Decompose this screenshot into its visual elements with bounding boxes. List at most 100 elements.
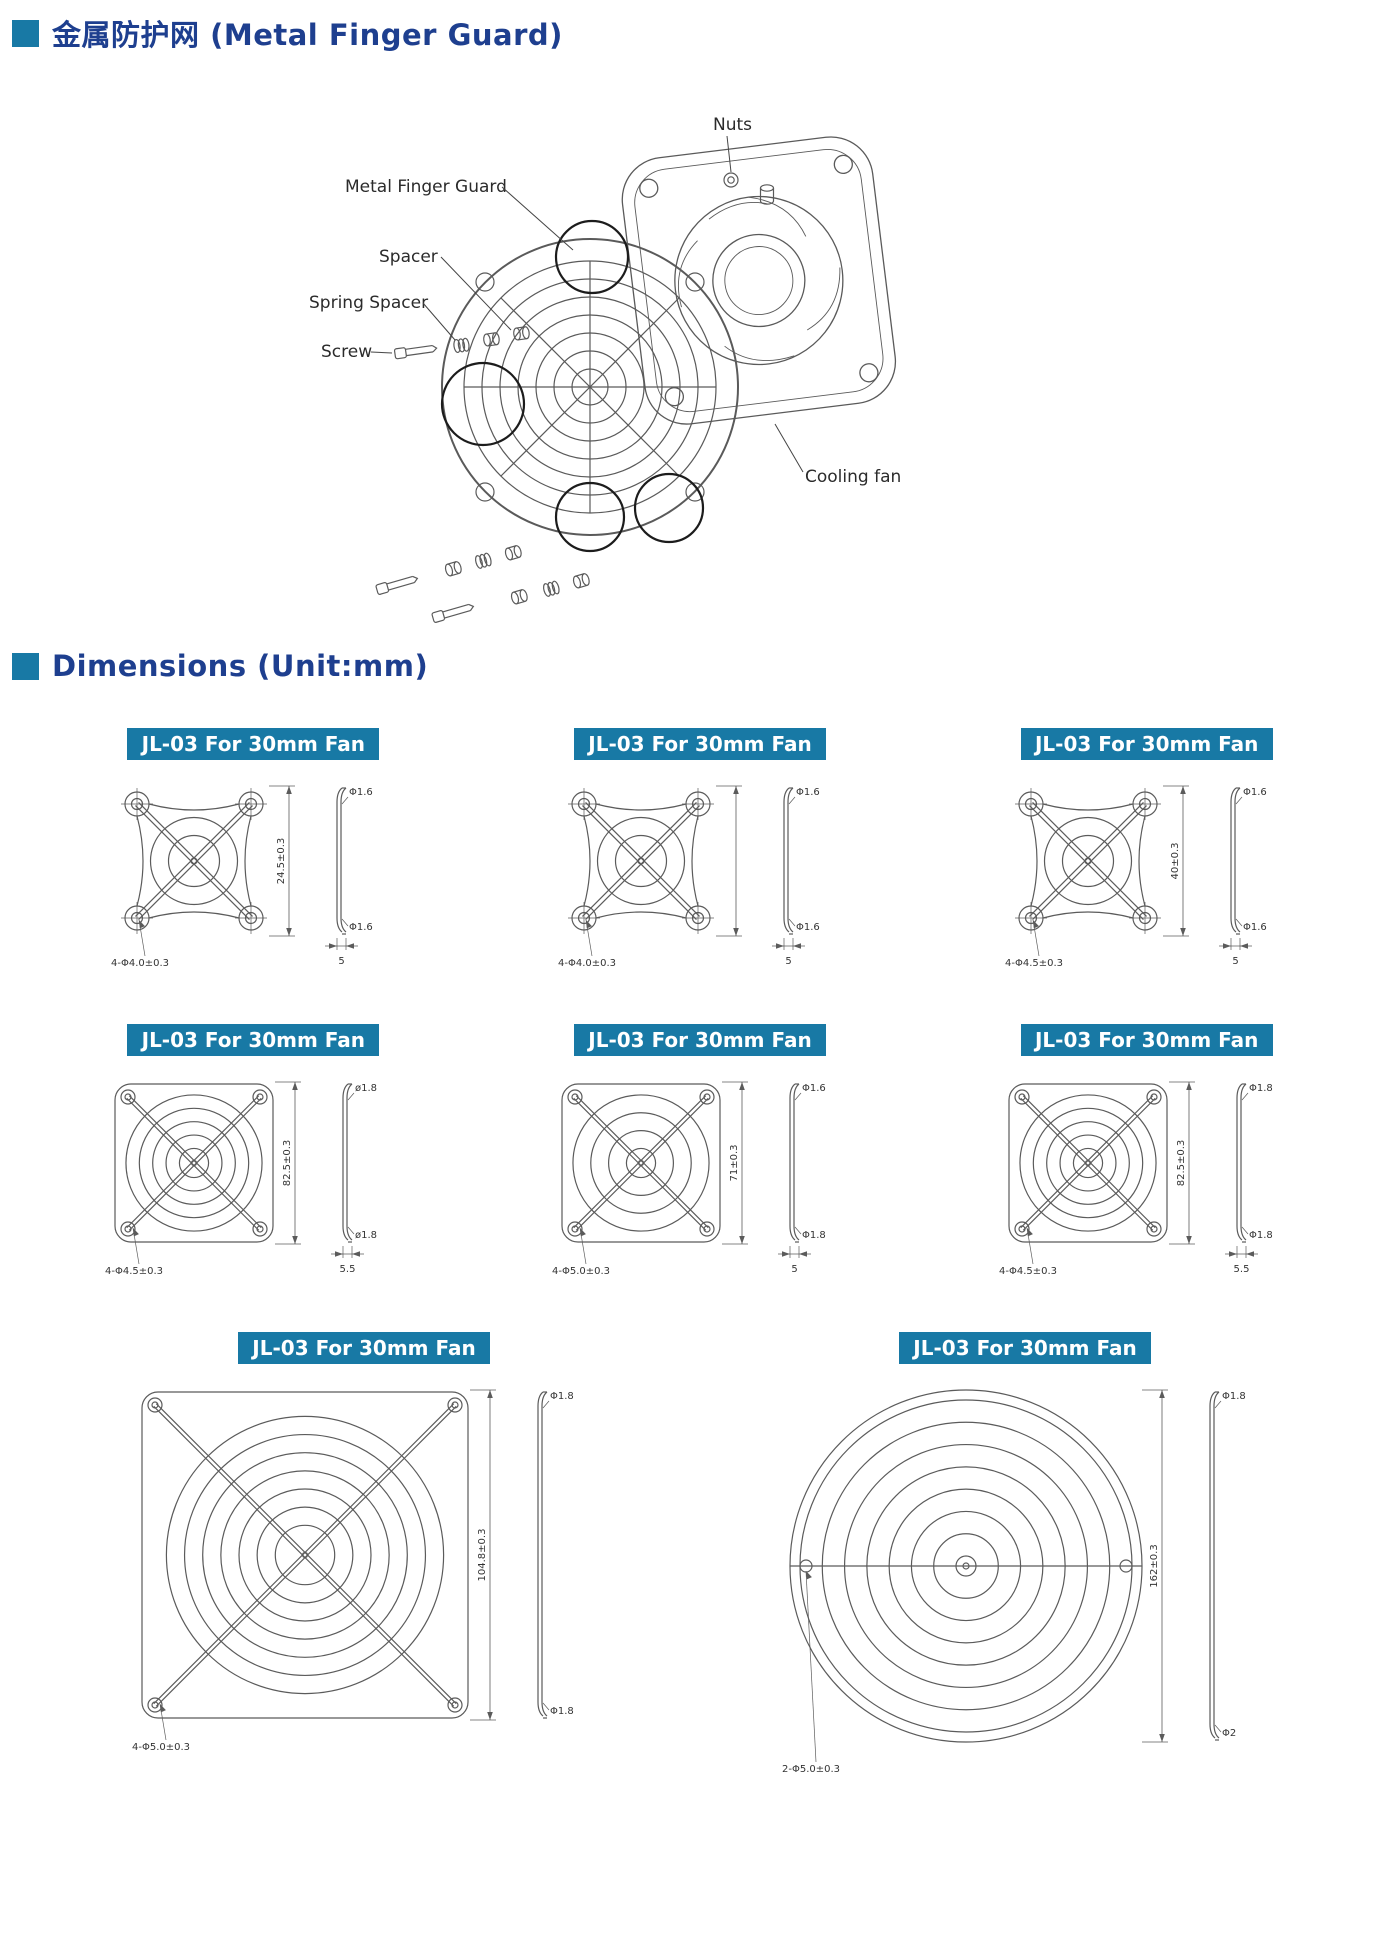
- guard-drawing-svg: 24.5±0.3Φ1.6Φ1.654-Φ4.0±0.3: [111, 785, 373, 969]
- dim-height-label: 162±0.3: [1149, 1544, 1160, 1587]
- dim-arrow: [1185, 1082, 1192, 1090]
- guard-front-view: [789, 1389, 1222, 1763]
- dim-width-label: 5.5: [1233, 1264, 1249, 1275]
- drawing-banner: JL-03 For 30mm Fan: [127, 728, 380, 760]
- spacer-part: [513, 326, 530, 341]
- dim-wire-bottom-label: Φ1.8: [550, 1706, 574, 1717]
- dim-arrow: [1159, 1734, 1165, 1742]
- dim-arrow: [487, 1712, 493, 1720]
- label-spring-spacer: Spring Spacer: [309, 293, 428, 313]
- dim-arrow: [286, 786, 293, 794]
- label-spacer: Spacer: [379, 247, 438, 267]
- diagram-labels: Nuts Metal Finger Guard Spacer Spring Sp…: [309, 115, 901, 487]
- dim-arrow: [352, 1251, 361, 1257]
- dim-arrow: [792, 943, 801, 949]
- dim-arrow: [286, 928, 293, 936]
- guard-front-view: [567, 785, 805, 957]
- side-profile: [1234, 787, 1241, 933]
- dim-arrow: [1032, 920, 1039, 929]
- side-profile: [340, 787, 347, 933]
- screw-part: [431, 603, 475, 623]
- spring-spacer-part: [543, 580, 560, 597]
- dim-arrow: [346, 943, 355, 949]
- dim-arrow: [1159, 1390, 1165, 1398]
- side-profile: [783, 787, 790, 933]
- leader-lines: [370, 135, 804, 473]
- label-screw: Screw: [321, 342, 372, 362]
- dim-wire-top-label: Φ1.6: [1243, 787, 1267, 798]
- guard-drawing-svg: 82.5±0.3Φ1.8Φ1.85.54-Φ4.5±0.3: [999, 1081, 1273, 1277]
- dimensions-bullet-square: [12, 652, 39, 680]
- dim-holes-label: 4-Φ5.0±0.3: [132, 1742, 190, 1753]
- spacer-part: [504, 545, 522, 561]
- drawing-banner: JL-03 For 30mm Fan: [1020, 1024, 1273, 1056]
- dim-wire-bottom-label: Φ1.6: [1243, 922, 1267, 933]
- dim-arrow: [1179, 928, 1186, 936]
- dim-arrow: [739, 1236, 745, 1244]
- exploded-assembly-diagram: Nuts Metal Finger Guard Spacer Spring Sp…: [265, 92, 965, 637]
- spacer-part: [444, 561, 462, 577]
- dim-arrow: [1245, 1251, 1254, 1257]
- side-profile: [537, 1391, 544, 1717]
- dim-wire-bottom-label: Φ1.6: [349, 922, 373, 933]
- dim-arrow: [1026, 1228, 1033, 1237]
- dim-arrow: [775, 943, 784, 949]
- drawing-banner: JL-03 For 30mm Fan: [573, 728, 826, 760]
- dim-arrow: [133, 1228, 140, 1237]
- side-profile: [1240, 1083, 1247, 1241]
- dim-arrow: [733, 928, 739, 936]
- side-profile: [541, 1391, 548, 1717]
- dim-arrow: [733, 786, 739, 794]
- guard-front-view: [1008, 1081, 1258, 1265]
- drawing-banner: JL-03 For 30mm Fan: [573, 1024, 826, 1056]
- dim-height-label: 82.5±0.3: [1176, 1140, 1187, 1187]
- page-title: 金属防护网 (Metal Finger Guard): [52, 18, 563, 52]
- dim-arrow: [487, 1390, 493, 1398]
- side-profile: [789, 1083, 796, 1241]
- side-profile: [342, 1083, 349, 1241]
- drawing-banner: JL-03 For 30mm Fan: [238, 1332, 490, 1364]
- dim-width-label: 5.5: [340, 1264, 356, 1275]
- dim-wire-top-label: Φ1.6: [349, 787, 373, 798]
- guard-drawing-svg: 71±0.3Φ1.6Φ1.854-Φ5.0±0.3: [552, 1081, 826, 1277]
- dim-wire-bottom-label: Φ2: [1222, 1728, 1236, 1739]
- label-cooling-fan: Cooling fan: [805, 467, 901, 487]
- dim-wire-top-label: Φ1.8: [550, 1391, 574, 1402]
- dim-arrow: [1185, 1236, 1192, 1244]
- guard-drawing-svg: Φ1.6Φ1.654-Φ4.0±0.3: [558, 785, 820, 969]
- side-profile: [1213, 1391, 1220, 1739]
- guard-drawing-svg: 104.8±0.3Φ1.8Φ1.84-Φ5.0±0.3: [132, 1389, 574, 1753]
- side-profile: [1209, 1391, 1216, 1739]
- dim-wire-top-label: ø1.8: [355, 1083, 377, 1094]
- dim-height-label: 82.5±0.3: [282, 1140, 293, 1187]
- spring-spacer-part: [475, 552, 492, 569]
- dim-holes-label: 4-Φ4.5±0.3: [1005, 958, 1063, 969]
- dim-arrow: [1239, 943, 1248, 949]
- dim-height-label: 71±0.3: [729, 1144, 740, 1181]
- dim-arrow: [798, 1251, 807, 1257]
- side-profile: [793, 1083, 800, 1241]
- side-profile: [346, 1083, 353, 1241]
- dim-arrow: [329, 943, 338, 949]
- dim-wire-bottom-label: Φ1.8: [1249, 1230, 1273, 1241]
- drawing-banner: JL-03 For 30mm Fan: [127, 1024, 380, 1056]
- guard-front-view: [121, 785, 359, 957]
- dim-holes-label: 2-Φ5.0±0.3: [782, 1764, 840, 1775]
- screw-part: [393, 344, 438, 360]
- cooling-fan-part: [621, 136, 897, 425]
- dim-wire-bottom-label: ø1.8: [355, 1230, 377, 1241]
- metal-finger-guard-part: [441, 238, 739, 536]
- guard-front-view: [1014, 785, 1252, 957]
- guard-front-view: [561, 1081, 811, 1265]
- dim-holes-label: 4-Φ4.0±0.3: [111, 958, 169, 969]
